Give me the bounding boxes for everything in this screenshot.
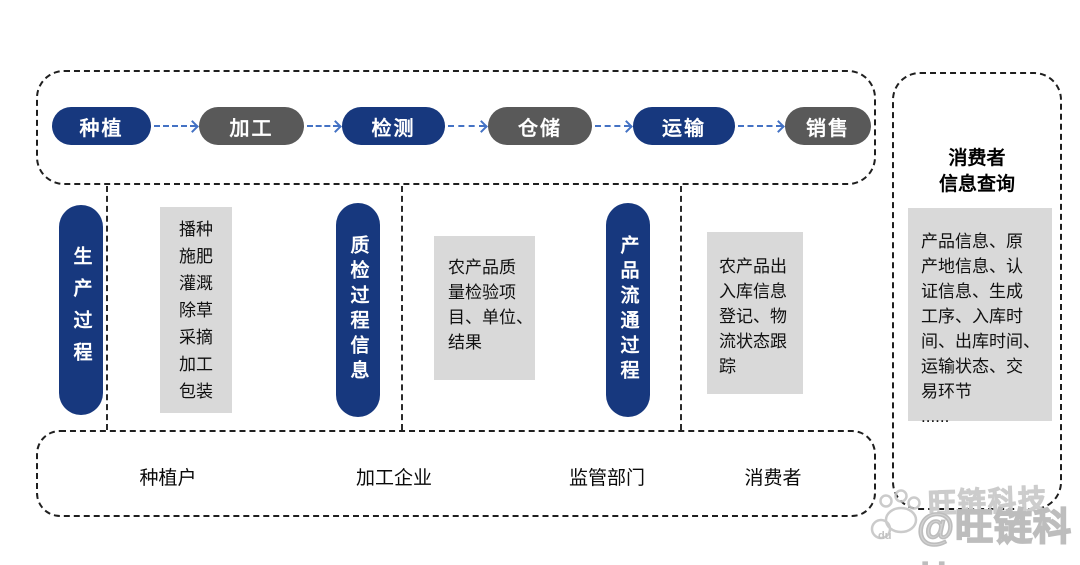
flow-arrow-icon [154, 125, 196, 127]
consumer-info-note: 产品信息、原 产地信息、认 证信息、生成 工序、入库时 间、出库时间、 运输状态… [908, 208, 1052, 426]
actor-label-grower: 种植户 [139, 468, 197, 489]
flow-arrow-icon [307, 125, 339, 127]
flow-step-transport: 运输 [633, 107, 735, 145]
actor-label-consumer: 消费者 [744, 468, 802, 489]
watermark-du-label: du [878, 530, 892, 542]
consumer-query-panel [892, 72, 1062, 510]
flow-arrow-icon [448, 125, 485, 127]
note-production-steps: 播种 施肥 灌溉 除草 采摘 加工 包装 [160, 207, 232, 413]
flow-step-warehousing: 仓储 [488, 107, 592, 145]
actors-container [36, 430, 876, 517]
flow-stages-container [36, 70, 876, 185]
flow-step-planting: 种植 [52, 107, 151, 145]
lane-divider [106, 186, 108, 430]
flow-arrow-icon [738, 125, 782, 127]
process-pill-production: 生产过程 [59, 205, 103, 415]
flow-step-testing: 检测 [342, 107, 445, 145]
note-circulation-info: 农产品出 入库信息 登记、物 流状态跟 踪 [707, 232, 803, 394]
flow-step-sales: 销售 [785, 107, 871, 145]
actor-label-regulator: 监管部门 [568, 468, 646, 489]
lane-divider [401, 186, 403, 430]
note-quality-info: 农产品质 量检验项 目、单位、 结果 [434, 236, 535, 380]
lane-divider [680, 186, 682, 430]
flow-arrow-icon [595, 125, 630, 127]
consumer-panel-title: 消费者 信息查询 [938, 148, 1015, 195]
flow-step-processing: 加工 [199, 107, 304, 145]
process-pill-quality: 质检过程信息 [336, 203, 380, 417]
process-pill-circulation: 产品流通过程 [606, 203, 650, 417]
actor-label-processor: 加工企业 [355, 468, 433, 489]
